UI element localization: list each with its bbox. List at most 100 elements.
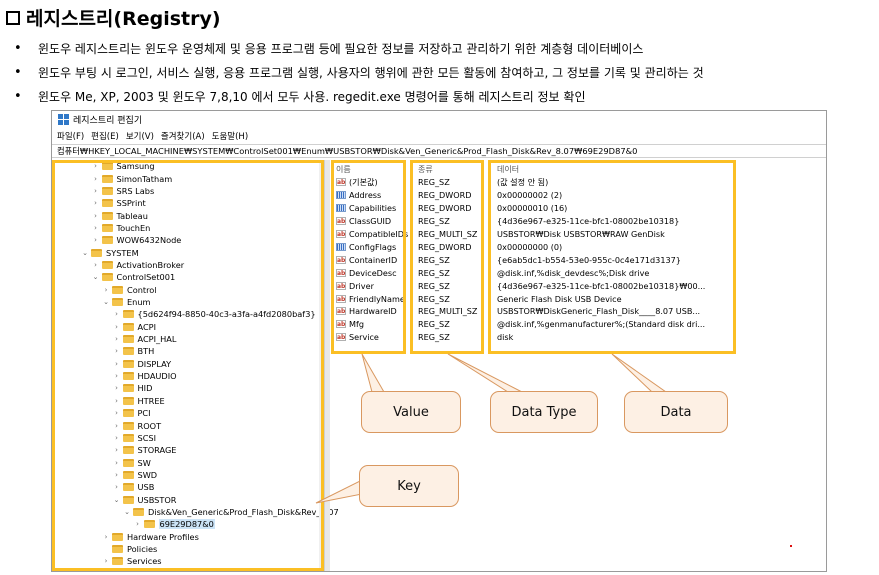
expand-chevron-icon[interactable]: › [115,421,118,430]
expand-chevron-icon[interactable]: › [115,483,118,492]
expand-chevron-icon[interactable]: › [115,409,118,418]
expand-chevron-icon[interactable]: › [94,260,97,269]
collapse-chevron-icon[interactable]: ⌄ [103,298,109,307]
expand-chevron-icon[interactable]: › [115,458,118,467]
tree-item[interactable]: ›SSPrint [92,197,146,209]
tree-item[interactable]: ›Hardware Profiles [102,531,199,543]
expand-chevron-icon[interactable]: › [104,557,108,566]
expand-chevron-icon[interactable]: › [94,162,97,171]
tree-item[interactable]: › ROOT [113,419,162,431]
expand-chevron-icon[interactable]: › [94,236,97,245]
column-header-name[interactable]: 이름 [336,165,351,174]
expand-chevron-icon[interactable]: › [104,285,108,294]
tree-item[interactable]: ›HTREE [113,395,165,407]
column-header-data[interactable]: 데이터 [497,165,520,174]
expand-chevron-icon[interactable]: › [94,174,97,183]
menu-help[interactable]: 도움말(H) [211,132,249,142]
tree-item[interactable]: › SRS Labs [92,185,155,197]
collapse-chevron-icon[interactable]: ⌄ [124,507,130,516]
tree-item[interactable]: ›HID [113,382,152,394]
column-header-type[interactable]: 종류 [418,165,433,174]
tree-item[interactable]: ›STORAGE [113,444,176,456]
tree-item[interactable]: ⌄Enum [102,296,150,308]
tree-item[interactable]: ›USB [113,481,154,493]
tree-item[interactable]: ›DISPLAY [113,358,171,370]
expand-chevron-icon[interactable]: › [115,322,118,331]
tree-item[interactable]: ›ACPI [113,321,156,333]
tree-item[interactable]: ›Samsung [92,160,154,172]
expand-chevron-icon[interactable]: › [94,211,97,220]
tree-item[interactable]: Policies [102,543,157,555]
tree-item[interactable]: ⌄Disk&Ven_Generic&Prod_Flash_Disk&Rev_8.… [123,506,339,518]
collapse-chevron-icon[interactable]: ⌄ [92,273,99,282]
expand-chevron-icon[interactable]: › [115,396,118,405]
collapse-chevron-icon[interactable]: ⌄ [82,248,88,257]
expand-chevron-icon[interactable]: › [115,470,118,479]
tree-item[interactable]: ⌄SYSTEM [81,246,139,258]
tree-item[interactable]: ›HDAUDIO [113,370,176,382]
expand-chevron-icon[interactable]: › [94,186,97,195]
expand-chevron-icon[interactable]: › [104,532,108,541]
expand-chevron-icon[interactable]: › [115,359,118,368]
folder-icon [122,310,134,319]
expand-chevron-icon[interactable]: › [115,384,118,393]
tree-item[interactable]: ›SimonTatham [92,172,172,184]
collapse-chevron-icon[interactable]: ⌄ [113,495,120,504]
tree-item[interactable]: ›Control [102,284,157,296]
tree-item[interactable]: ›69E29D87&0 [134,518,215,530]
tree-item[interactable]: › ACPI_HAL [113,333,177,345]
value-data: (값 설정 안 됨) [497,176,549,187]
folder-icon [112,298,123,307]
expand-chevron-icon[interactable]: › [115,310,118,319]
bullet-dot-icon: • [14,65,22,80]
tree-item[interactable]: ›ActivationBroker [92,259,184,271]
tree-item[interactable]: ›{5d624f94-8850-40c3-a3fa-a4fd2080baf3} [113,308,316,320]
tree-item[interactable]: ›TouchEn [92,222,150,234]
tree-item[interactable]: ›Services [102,555,162,567]
tree-item-label: SRS Labs [116,185,155,196]
address-path[interactable]: 컴퓨터₩HKEY_LOCAL_MACHINE₩SYSTEM₩ControlSet… [57,146,638,156]
address-bar[interactable]: 컴퓨터₩HKEY_LOCAL_MACHINE₩SYSTEM₩ControlSet… [52,144,826,158]
menu-favorites[interactable]: 즐겨찾기(A) [160,132,205,142]
expand-chevron-icon[interactable]: › [115,433,118,442]
tree-item[interactable]: ›SCSI [113,432,156,444]
menu-edit[interactable]: 편집(E) [91,132,119,142]
tree-item[interactable]: ⌄USBSTOR [113,493,177,505]
expand-chevron-icon[interactable]: › [94,199,97,208]
value-row[interactable]: Capabilities [336,202,396,215]
value-row[interactable]: ab(기본값) [336,176,378,189]
expand-chevron-icon[interactable]: › [115,372,118,381]
expand-chevron-icon[interactable]: › [94,223,97,232]
value-row[interactable]: Address [336,189,381,202]
tree-item[interactable]: ›Tableau [92,209,148,221]
expand-chevron-icon[interactable]: › [136,520,139,529]
tree-item[interactable]: ›WOW6432Node [92,234,181,246]
expand-chevron-icon[interactable]: › [115,335,118,344]
window-titlebar[interactable]: 레지스트리 편집기 [52,111,826,128]
key-tree-pane[interactable]: ›Samsung›SimonTatham›SRS Labs›SSPrint›Ta… [52,160,339,571]
tree-item[interactable]: ⌄ControlSet001 [92,271,176,283]
tree-item[interactable]: ›SW [113,456,151,468]
tree-item[interactable]: ›BTH [113,345,154,357]
tree-item-label: ROOT [137,420,162,431]
tree-item[interactable]: ›SWD [113,469,157,481]
values-pane[interactable]: 이름 종류 데이터 ab(기본값)REG_SZ(값 설정 안 됨)Address… [330,160,826,571]
menu-file[interactable]: 파일(F) [57,132,85,142]
menu-view[interactable]: 보기(V) [125,132,154,142]
string-value-icon: ab [336,320,346,329]
expand-chevron-icon[interactable]: › [115,347,118,356]
pane-splitter[interactable] [324,160,330,571]
expand-chevron-icon[interactable]: › [115,446,118,455]
tree-item[interactable]: ›PCI [113,407,150,419]
tree-item-label: ACPI_HAL [137,334,177,345]
value-row[interactable]: ConfigFlags [336,241,396,254]
